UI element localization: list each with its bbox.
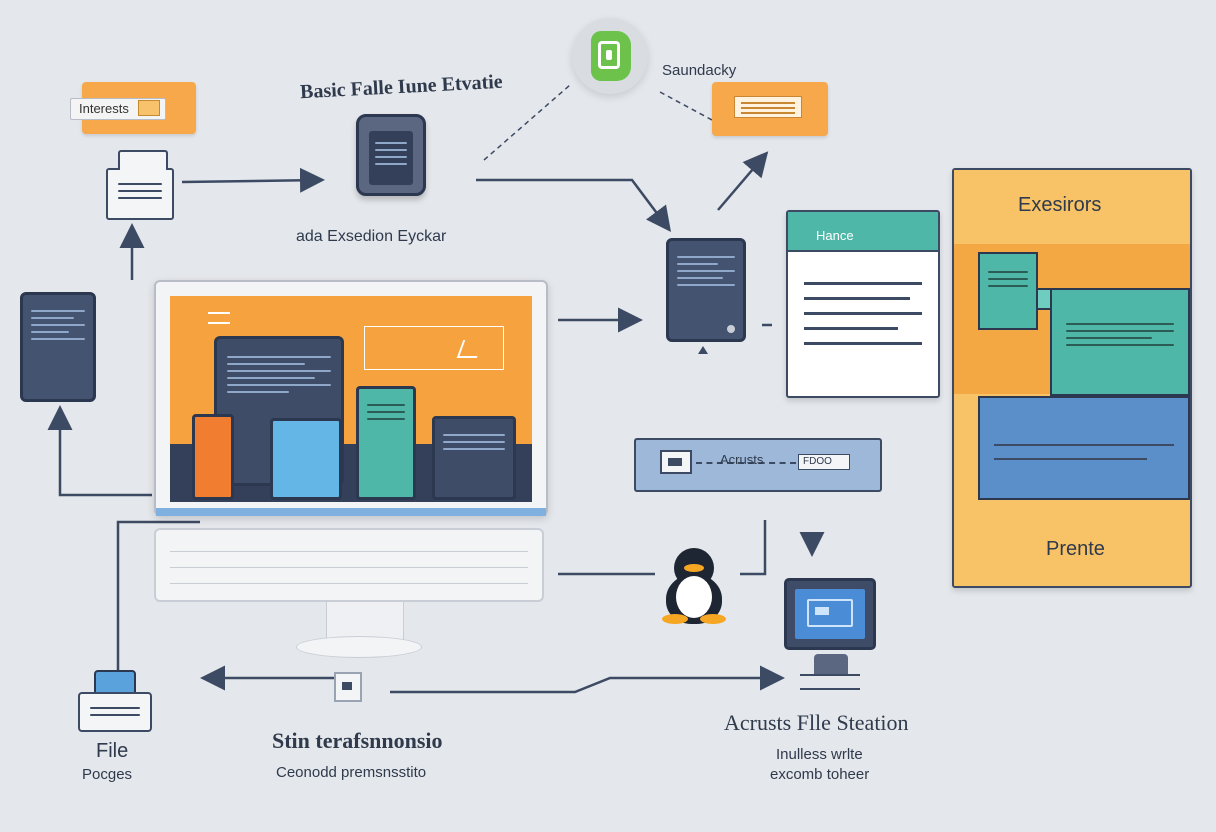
acrusts-subtitle-1: Inulless wrlte xyxy=(776,746,863,763)
screen-card-dark xyxy=(432,416,516,500)
line-penguin-right xyxy=(740,520,767,576)
folder-tab-icon xyxy=(118,150,168,170)
dashed-line-lock-right xyxy=(659,91,713,121)
monitor-screen xyxy=(170,296,532,502)
keyboard xyxy=(154,528,544,602)
arrow-doc-to-server xyxy=(181,167,325,193)
server-box xyxy=(356,114,426,196)
tag-icon xyxy=(138,100,160,116)
screen-card-blue xyxy=(270,418,342,500)
teal-tab xyxy=(978,252,1038,330)
arrow-upper-right xyxy=(717,151,769,211)
screen-card-orange xyxy=(192,414,234,500)
server-monitor xyxy=(784,578,876,650)
connector-box xyxy=(334,672,362,702)
desktop-monitor xyxy=(154,280,548,516)
monitor-base xyxy=(296,636,422,658)
drive-icon xyxy=(660,450,692,474)
arrow-left-doc-loop xyxy=(47,405,152,497)
teal-card xyxy=(1050,288,1190,396)
file-transfer-bar: Acrusts FDOO xyxy=(634,438,882,492)
prente-label: Prente xyxy=(1046,538,1105,560)
arrow-to-tablet-top xyxy=(476,178,671,232)
dashed-line-lock-left xyxy=(483,84,571,161)
file-label: File xyxy=(96,740,129,762)
fdoo-tag: FDOO xyxy=(798,454,850,470)
execution-label: ada Exsedion Eyckar xyxy=(296,228,447,245)
lock-icon xyxy=(572,18,648,94)
acrusts-title: Acrusts Flle Steation xyxy=(724,710,909,735)
printer-icon xyxy=(78,670,152,732)
saundacky-label: Saundacky xyxy=(662,62,737,79)
pocges-label: Pocges xyxy=(82,766,133,783)
acrusts-bar-label: Acrusts xyxy=(720,452,764,467)
hance-document: Hance xyxy=(786,210,940,398)
excesirors-label: Exesirors xyxy=(1018,194,1102,216)
interests-tag: Interests xyxy=(70,82,196,134)
stin-title: Stin terafsnnonsio xyxy=(272,728,443,753)
hance-label: Hance xyxy=(816,228,854,243)
excesirors-panel: Exesirors Prente xyxy=(952,168,1192,588)
document-icon xyxy=(106,168,174,220)
screen-card-teal xyxy=(356,386,416,500)
tablet-device xyxy=(666,238,746,342)
blue-card xyxy=(978,396,1190,500)
server-monitor-base xyxy=(814,654,848,674)
linux-penguin-icon xyxy=(658,548,730,628)
monitor-stand xyxy=(326,602,404,640)
dark-document-left xyxy=(20,292,96,402)
orange-card-top-right xyxy=(712,82,828,136)
acrusts-subtitle-2: excomb toheer xyxy=(770,766,870,783)
line-monitor-to-printer xyxy=(116,520,200,672)
arrow-to-server xyxy=(390,665,785,694)
stin-subtitle: Ceonodd premsnsstito xyxy=(276,764,427,781)
tablet-pointer xyxy=(698,346,708,354)
